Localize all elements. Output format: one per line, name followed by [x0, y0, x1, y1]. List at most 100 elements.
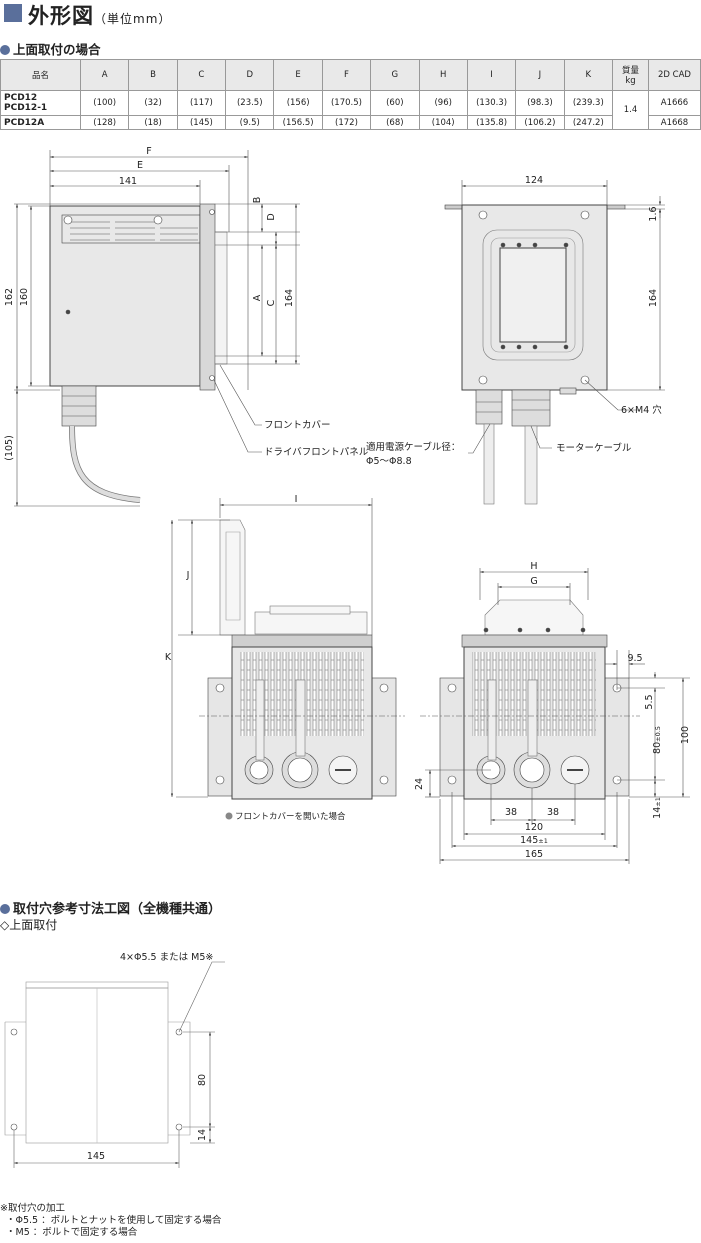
dimension-drawings: F E 141 162 160 (105) B D A C 164 フロントカバ…: [4, 146, 691, 864]
col-header: C: [176, 59, 227, 91]
cad-cell: A1666: [648, 90, 701, 116]
dim-38-right: 38: [547, 807, 559, 818]
mass-cell: 1.4: [612, 90, 649, 130]
bullet-icon: [0, 904, 10, 914]
col-header: 品名: [0, 59, 81, 91]
dim-5-5: 5.5: [644, 694, 655, 709]
cad-cell: A1668: [648, 115, 701, 130]
dim-K: K: [165, 652, 172, 663]
dim-H: H: [530, 561, 537, 572]
dim-164b: 164: [648, 289, 659, 307]
front-view: [444, 204, 626, 505]
note-line: ・M5 ：ボルトで固定する場合: [6, 1227, 138, 1238]
cell: (98.3): [515, 90, 565, 116]
dim-24: 24: [414, 778, 425, 790]
dim-D: D: [266, 213, 277, 220]
notes: ※取付穴の加工 ・Φ5.5 ：ボルトとナットを使用して固定する場合 ・M5 ：ボ…: [0, 1203, 221, 1239]
dim-145: 145±1: [520, 835, 548, 846]
title-marker: [4, 4, 22, 22]
note-line: ・Φ5.5 ：ボルトとナットを使用して固定する場合: [6, 1215, 222, 1226]
dim-100: 100: [680, 726, 691, 744]
bullet-icon: [225, 812, 233, 820]
dim-F: F: [146, 146, 151, 157]
col-header: G: [370, 59, 420, 91]
model-name-cell: PCD12A: [0, 115, 81, 130]
section-heading-top-mount: 上面取付の場合: [0, 39, 101, 58]
label-cable-range: Φ5～Φ8.8: [366, 456, 412, 467]
dim-14: 14±1: [652, 797, 663, 819]
table-row: PCD12A (128) (18) (145) (9.5) (156.5) (1…: [0, 115, 701, 130]
dim-E: E: [137, 160, 143, 171]
dim-G: G: [530, 576, 537, 587]
side-view: [49, 203, 228, 503]
dim-38-left: 38: [505, 807, 517, 818]
cell: (9.5): [225, 115, 275, 130]
cell: (135.8): [466, 115, 517, 130]
dim-165: 165: [525, 849, 543, 860]
cell: (68): [370, 115, 420, 130]
col-header: 2D CAD: [648, 59, 701, 91]
col-header: F: [321, 59, 372, 91]
cell: (104): [418, 115, 468, 130]
cell: (60): [370, 90, 420, 116]
col-header: I: [466, 59, 517, 91]
note-line: ※取付穴の加工: [0, 1203, 65, 1214]
cell: (96): [418, 90, 468, 116]
dim-141: 141: [119, 176, 137, 187]
cell: (170.5): [321, 90, 372, 116]
caption-cover-open: フロントカバーを開いた場合: [235, 811, 346, 822]
mounting-hole-drawing: 4×Φ5.5 または M5※ 80 14 145: [4, 952, 225, 1168]
dim-A: A: [252, 294, 263, 301]
cell: (100): [79, 90, 130, 116]
page-title: 外形図（単位mm）: [28, 4, 172, 28]
dim-J: J: [186, 570, 190, 581]
label-front-cover: フロントカバー: [264, 420, 331, 431]
cell: (130.3): [466, 90, 517, 116]
col-header: D: [225, 59, 275, 91]
col-header: B: [128, 59, 178, 91]
dim-80-mount: 80: [197, 1074, 208, 1086]
col-header: K: [563, 59, 614, 91]
dim-164: 164: [284, 289, 295, 307]
cell: (172): [321, 115, 372, 130]
cell: (239.3): [563, 90, 614, 116]
cell: (156.5): [273, 115, 323, 130]
dim-9-5: 9.5: [627, 653, 642, 664]
cell: (106.2): [515, 115, 565, 130]
sub-heading-top-mount: ◇上面取付: [0, 918, 58, 932]
cell: (128): [79, 115, 130, 130]
cell: (23.5): [225, 90, 275, 116]
label-hole-spec: 4×Φ5.5 または M5※: [120, 952, 213, 963]
cell: (32): [128, 90, 178, 116]
dim-120: 120: [525, 822, 543, 833]
label-motor-cable: モーターケーブル: [556, 442, 632, 454]
dim-B: B: [252, 197, 263, 204]
cover-open-view: [207, 519, 397, 800]
col-header: H: [418, 59, 468, 91]
dim-124: 124: [525, 175, 543, 186]
col-header: E: [273, 59, 323, 91]
dim-80: 80±0.5: [652, 726, 663, 754]
dim-I: I: [295, 494, 298, 505]
cover-closed-view: [439, 599, 630, 800]
col-header: J: [515, 59, 565, 91]
label-cable-diameter: 適用電源ケーブル径：: [366, 441, 460, 453]
bullet-icon: [0, 45, 10, 55]
dim-14-mount: 14: [197, 1129, 208, 1141]
col-header: A: [79, 59, 130, 91]
dim-1-6: 1.6: [648, 206, 659, 221]
cell: (145): [176, 115, 227, 130]
label-driver-panel: ドライバフロントパネル: [264, 447, 369, 458]
cell: (156): [273, 90, 323, 116]
section-heading-mounting-holes: 取付穴参考寸法工図（全機種共通）: [0, 898, 221, 917]
label-holes: 6×M4 穴: [621, 404, 662, 416]
unit-label: （単位mm）: [94, 12, 172, 26]
cell: (117): [176, 90, 227, 116]
dim-C: C: [266, 299, 277, 306]
cell: (247.2): [563, 115, 614, 130]
